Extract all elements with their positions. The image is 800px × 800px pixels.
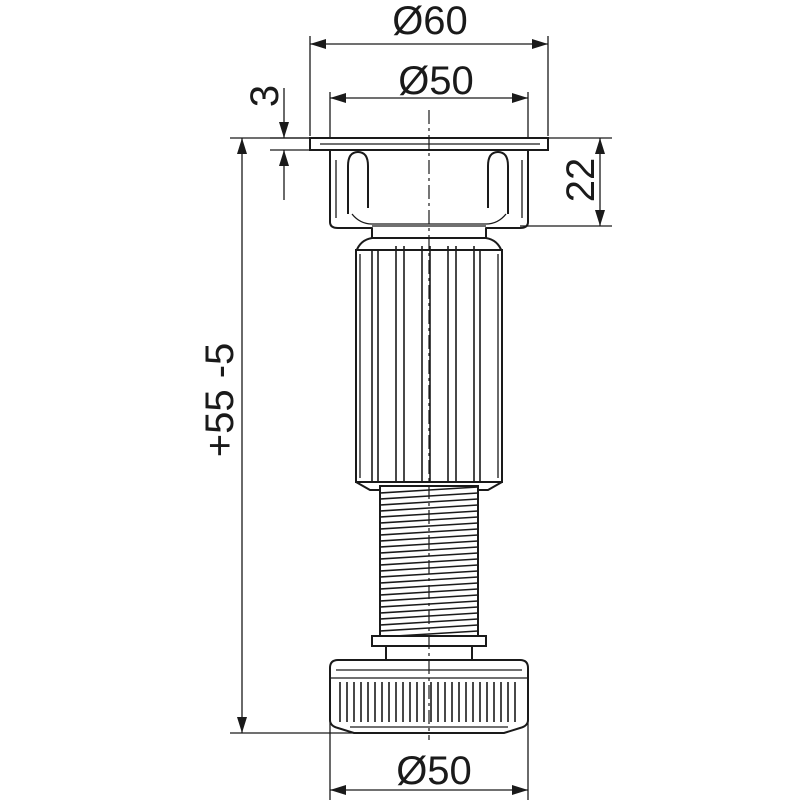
base-diameter-label: Ø50 — [396, 749, 472, 793]
top-outer-diameter-label: Ø60 — [392, 0, 468, 43]
dimension-collar-height: 22 — [520, 137, 612, 227]
dimension-top-inner-diameter: Ø50 — [329, 59, 529, 148]
thread-line — [379, 528, 479, 536]
base-knurl — [339, 682, 516, 722]
top-inner-diameter-label: Ø50 — [398, 59, 474, 103]
thread-line — [379, 522, 479, 530]
snap-tab-right — [487, 151, 509, 214]
snap-tab-left — [347, 151, 369, 214]
dimension-top-outer-diameter: Ø60 — [309, 0, 549, 136]
thread-line — [379, 498, 479, 506]
column-ribs — [359, 246, 499, 482]
plate-thickness-label: 3 — [243, 85, 287, 107]
dimension-plate-thickness: 3 — [243, 85, 312, 200]
height-range-label: +55 -5 — [198, 343, 242, 458]
dimension-height-range: +55 -5 — [198, 137, 392, 734]
collar-height-label: 22 — [559, 158, 603, 203]
thread-line — [379, 546, 479, 554]
thread-line — [379, 504, 479, 512]
